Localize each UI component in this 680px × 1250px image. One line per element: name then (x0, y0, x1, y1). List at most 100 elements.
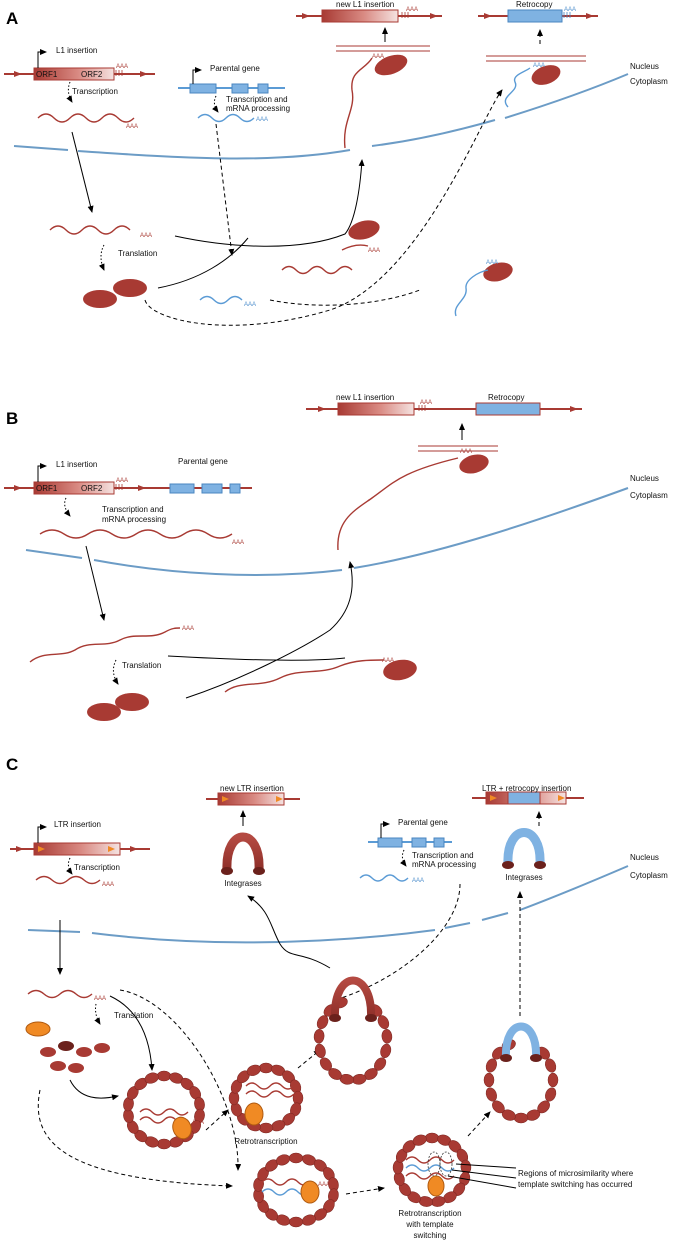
new-ltr-insertion-element (206, 792, 300, 806)
gag-protein-bead (314, 1043, 326, 1059)
virus-like-particle-6 (392, 1132, 472, 1207)
svg-text:AAA: AAA (140, 233, 152, 239)
svg-text:Translation: Translation (122, 661, 161, 670)
retrocopy-element (478, 9, 598, 23)
svg-text:Parental gene: Parental gene (398, 818, 448, 827)
l1-insertion-label: L1 insertion (56, 46, 97, 55)
svg-text:AAA: AAA (372, 54, 384, 60)
svg-text:ORF1: ORF1 (36, 484, 58, 493)
svg-text:AAA: AAA (486, 260, 498, 266)
svg-text:Cytoplasm: Cytoplasm (630, 871, 668, 880)
gag-protein-bead (144, 1072, 159, 1084)
integrase-complex-right (503, 828, 545, 865)
svg-text:AAA: AAA (192, 1120, 204, 1126)
gag-protein-bead (258, 1122, 274, 1134)
gag-protein-bead (288, 1152, 304, 1164)
integrases-label-left: Integrases (224, 879, 261, 888)
b-new-l1-insertion-label: new L1 insertion (336, 393, 394, 402)
svg-text:AAA: AAA (232, 540, 244, 546)
gag-protein-bead (288, 1216, 304, 1228)
integrase-complex-left (222, 832, 264, 871)
microsimilarity-label-1: Regions of microsimilarity where (518, 1169, 634, 1178)
panel-c: C new LTR insertion Integrases LTR + ret… (6, 755, 668, 1240)
l1-mrna (37, 113, 135, 123)
cytoplasm-label: Cytoplasm (630, 77, 668, 86)
svg-text:mRNA processing: mRNA processing (412, 860, 476, 869)
nuclear-membrane (13, 145, 69, 151)
gag-protein-bead (483, 1072, 495, 1088)
svg-text:ORF2: ORF2 (81, 484, 103, 493)
svg-text:Transcription and: Transcription and (412, 851, 474, 860)
ltr-retrocopy-label: LTR + retrocopy insertion (482, 784, 571, 793)
svg-text:AAA: AAA (318, 1182, 330, 1188)
cytoplasmic-l1-mrna (49, 225, 131, 235)
svg-text:AAA: AAA (94, 996, 106, 1002)
svg-text:AAA: AAA (420, 400, 432, 406)
b-genomic-locus (4, 463, 252, 495)
svg-text:Retrotranscription: Retrotranscription (398, 1209, 461, 1218)
b-parental-gene-label: Parental gene (178, 457, 228, 466)
gag-protein-bead (258, 1062, 274, 1074)
parental-gene-label: Parental gene (210, 64, 260, 73)
orf2-protein (113, 279, 147, 297)
panel-b-letter: B (6, 409, 18, 428)
svg-text:mRNA processing: mRNA processing (226, 104, 290, 113)
virus-like-particle-3 (313, 997, 393, 1085)
svg-text:AAA: AAA (382, 658, 394, 664)
svg-text:AAA: AAA (256, 117, 268, 123)
svg-text:AAA: AAA (244, 302, 256, 308)
transcription-label: Transcription (72, 87, 118, 96)
gag-protein-bead (545, 1087, 557, 1102)
virus-like-particle-2 (228, 1062, 304, 1134)
b-readthrough-mrna (39, 529, 233, 539)
gag-protein-bead (545, 1058, 557, 1073)
parental-gene-element (178, 67, 285, 94)
svg-text:Cytoplasm: Cytoplasm (630, 491, 668, 500)
svg-text:AAA: AAA (102, 882, 114, 888)
ltr-insertion-label: LTR insertion (54, 820, 101, 829)
virus-like-particle-4 (483, 1039, 559, 1124)
gag-protein-bead (513, 1112, 529, 1124)
svg-text:Transcription and: Transcription and (226, 95, 288, 104)
svg-text:Transcription: Transcription (74, 863, 120, 872)
svg-text:Translation: Translation (114, 1011, 153, 1020)
svg-text:Nucleus: Nucleus (630, 474, 659, 483)
virus-like-particle-5 (253, 1152, 339, 1228)
svg-text:Nucleus: Nucleus (630, 853, 659, 862)
gag-protein-bead (492, 1100, 505, 1114)
translation-label: Translation (118, 249, 157, 258)
svg-text:with template: with template (405, 1220, 454, 1229)
panel-b: B new L1 insertion AAA Retrocopy AAA (4, 393, 668, 721)
new-l1-insertion-label: new L1 insertion (336, 0, 394, 9)
gag-protein-bead (381, 1029, 393, 1044)
new-l1-insertion-element (296, 9, 442, 23)
retrotranscription-label: Retrotranscription (234, 1137, 297, 1146)
svg-text:AAA: AAA (368, 248, 380, 254)
polya-label: AAA (116, 64, 128, 70)
panel-a-letter: A (6, 9, 18, 28)
gag-protein-bead (319, 1057, 332, 1071)
virus-like-particle-1 (123, 1070, 205, 1150)
orf1-label: ORF1 (36, 70, 58, 79)
gag-protein-bead (246, 1064, 261, 1076)
gag-protein-bead (156, 1138, 172, 1150)
gag-protein-bead (412, 1134, 427, 1146)
svg-text:AAA: AAA (182, 626, 194, 632)
new-l1-retrocopy-element (306, 402, 582, 416)
svg-text:AAA: AAA (460, 449, 472, 455)
gag-protein-bead (377, 1015, 390, 1030)
nucleus-label: Nucleus (630, 62, 659, 71)
gag-protein-bead (156, 1070, 172, 1082)
svg-text:AAA: AAA (406, 7, 418, 13)
svg-text:AAA: AAA (116, 478, 128, 484)
gag-protein-bead (424, 1132, 440, 1144)
b-retrocopy-label: Retrocopy (488, 393, 524, 402)
l1-insertion-element (4, 49, 155, 81)
promoter-arrow-icon (37, 49, 47, 68)
orf2-label: ORF2 (81, 70, 103, 79)
panel-c-letter: C (6, 755, 18, 774)
new-ltr-insertion-label: new LTR insertion (220, 784, 284, 793)
gag-protein-bead (275, 1154, 291, 1166)
integrases-label-right: Integrases (505, 873, 542, 882)
